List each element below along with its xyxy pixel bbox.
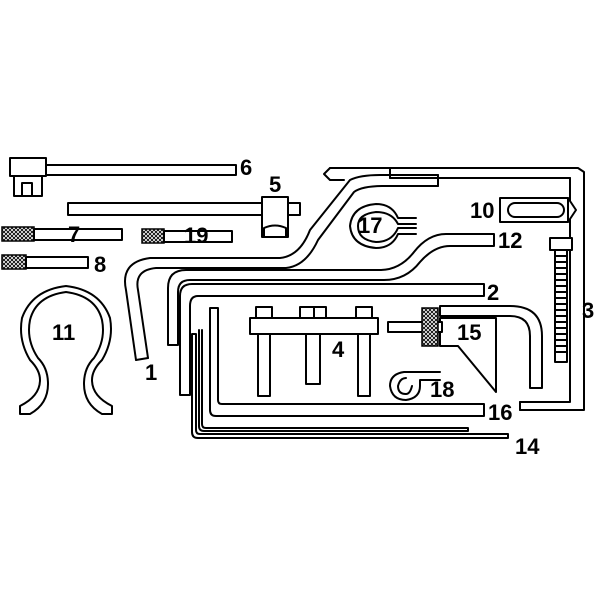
callout-1: 1 bbox=[145, 360, 157, 385]
tool-12-rod bbox=[167, 233, 495, 346]
tool-18-pin bbox=[389, 371, 441, 401]
callout-2: 2 bbox=[487, 280, 499, 305]
tool-14-rods bbox=[191, 329, 509, 439]
tool-7-pin bbox=[1, 226, 123, 242]
callout-8: 8 bbox=[94, 252, 106, 277]
tool-1-bent-rod bbox=[124, 174, 439, 361]
tool-3-rod bbox=[323, 167, 585, 411]
callout-17: 17 bbox=[358, 213, 382, 238]
callout-15: 15 bbox=[457, 320, 481, 345]
tool-2-rod bbox=[179, 283, 485, 396]
callout-7: 7 bbox=[68, 222, 80, 247]
callout-5: 5 bbox=[269, 172, 281, 197]
callout-11: 11 bbox=[52, 320, 75, 345]
callout-3: 3 bbox=[582, 298, 594, 323]
callout-19: 19 bbox=[184, 223, 208, 248]
tool-19-pin bbox=[141, 228, 233, 244]
callout-14: 14 bbox=[515, 434, 540, 459]
tool-5-rod bbox=[67, 196, 301, 238]
callout-16: 16 bbox=[488, 400, 512, 425]
tool-11-clip bbox=[19, 285, 113, 415]
callout-4: 4 bbox=[332, 337, 345, 362]
callout-18: 18 bbox=[430, 377, 454, 402]
callout-6: 6 bbox=[240, 155, 252, 180]
tool-15-crank bbox=[387, 305, 543, 393]
tool-6-bar bbox=[9, 157, 237, 197]
callout-12: 12 bbox=[498, 228, 522, 253]
tool-17-clip bbox=[349, 203, 417, 249]
bolt bbox=[549, 237, 573, 363]
tool-16-rod bbox=[209, 307, 485, 417]
tool-4-puller bbox=[249, 306, 379, 397]
callout-10: 10 bbox=[470, 198, 494, 223]
tool-10-plate bbox=[499, 197, 577, 223]
tool-8-pin bbox=[1, 254, 89, 270]
